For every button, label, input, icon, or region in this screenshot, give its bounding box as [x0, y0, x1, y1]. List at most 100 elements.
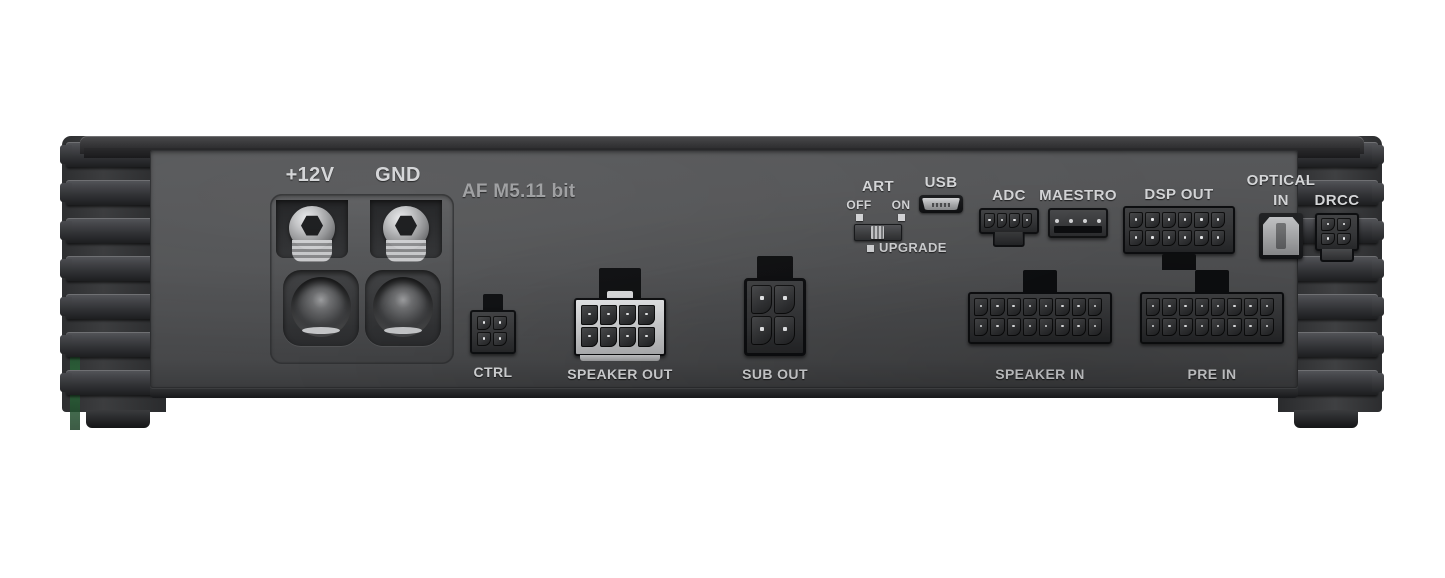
power-terminal-block	[270, 194, 454, 364]
power-ground-setscrew[interactable]	[383, 206, 429, 262]
connector-adc[interactable]	[979, 208, 1039, 247]
connector-pin	[990, 298, 1005, 316]
optical-label-line2: IN	[1273, 192, 1289, 209]
connector-label-sub-out: SUB OUT	[742, 366, 808, 382]
connector-pin	[1087, 318, 1102, 336]
connector-label-ctrl: CTRL	[473, 364, 513, 380]
connector-pin	[1162, 298, 1177, 316]
connector-pin	[1227, 318, 1242, 336]
power-ground-label: GND	[375, 164, 421, 186]
connector-pin	[1161, 212, 1176, 228]
connector-pin	[1021, 213, 1032, 228]
connector-pin	[1129, 212, 1144, 228]
art-switch-knob[interactable]	[871, 226, 884, 239]
power-positive-cable-port[interactable]	[283, 270, 359, 346]
heatsink-fin	[60, 332, 162, 357]
connector-pin	[1194, 298, 1209, 316]
heatsink-fin	[1282, 180, 1384, 205]
connector-label-pre-in: PRE IN	[1187, 366, 1237, 382]
connector-label-speaker-in: SPEAKER IN	[995, 366, 1085, 382]
connector-pin	[638, 327, 655, 347]
connector-pin	[477, 332, 491, 346]
connector-ctrl[interactable]	[470, 294, 516, 354]
connector-pin	[1145, 230, 1160, 246]
heatsink-fin	[60, 370, 162, 395]
connector-label-speaker-out: SPEAKER OUT	[567, 366, 673, 382]
art-upgrade-label: UPGRADE	[879, 240, 947, 255]
connector-pin	[984, 213, 995, 228]
connector-base	[579, 355, 661, 361]
connector-pin	[1071, 318, 1086, 336]
power-positive-setscrew[interactable]	[289, 206, 335, 262]
connector-drcc[interactable]	[1315, 213, 1359, 262]
connector-dsp-out[interactable]	[1123, 206, 1235, 270]
art-slide-switch[interactable]	[854, 224, 902, 241]
optical-in-port[interactable]	[1259, 213, 1303, 259]
connector-pin	[1096, 218, 1101, 223]
connector-pin	[1055, 318, 1070, 336]
connector-pin	[619, 327, 636, 347]
art-off-marker	[856, 214, 863, 221]
art-switch-title: ART	[861, 178, 895, 195]
connector-pin	[619, 305, 636, 325]
usb-connector-shield	[922, 198, 960, 210]
setscrew-threads	[386, 240, 426, 262]
connector-pin	[1194, 318, 1209, 336]
connector-speaker-in[interactable]	[968, 270, 1112, 344]
connector-pin	[1146, 298, 1161, 316]
heatsink-fin	[60, 256, 162, 281]
heatsink-fin	[1282, 370, 1384, 395]
connector-pin	[1259, 318, 1274, 336]
connector-pin	[1211, 298, 1226, 316]
connector-pin	[600, 327, 617, 347]
heatsink-fin	[60, 180, 162, 205]
heatsink-fin	[1282, 332, 1384, 357]
connector-pin	[996, 213, 1007, 228]
connector-pin	[1227, 298, 1242, 316]
upgrade-marker	[867, 245, 874, 252]
usb-port[interactable]	[919, 195, 963, 213]
power-ground-cable-port[interactable]	[365, 270, 441, 346]
connector-pin	[974, 298, 989, 316]
connector-pin	[1321, 232, 1335, 245]
connector-pre-in[interactable]	[1140, 270, 1284, 344]
rear-faceplate: AF M5.11 bit +12V GND	[150, 150, 1359, 388]
connector-pin	[581, 327, 598, 347]
connector-pin	[1006, 298, 1021, 316]
connector-pin	[1321, 218, 1335, 231]
connector-pin	[751, 285, 772, 314]
connector-maestro[interactable]	[1048, 208, 1108, 238]
connector-label-dsp-out: DSP OUT	[1144, 186, 1214, 203]
art-switch-on-label: ON	[891, 198, 911, 212]
connector-pin	[774, 285, 795, 314]
connector-label-drcc: DRCC	[1314, 192, 1360, 209]
connector-pin	[1178, 318, 1193, 336]
chassis-foot	[86, 410, 150, 428]
connector-latch-key	[607, 291, 633, 301]
connector-slot	[1054, 226, 1102, 233]
optical-label-line1: OPTICAL	[1246, 172, 1316, 189]
connector-pin	[1022, 298, 1037, 316]
connector-keying-notch	[992, 232, 1026, 247]
connector-pin	[1210, 212, 1225, 228]
art-on-marker	[898, 214, 905, 221]
toslink-face	[1263, 217, 1299, 255]
connector-pin	[1055, 218, 1060, 223]
connector-pin	[1145, 212, 1160, 228]
connector-latch-tab	[757, 256, 793, 280]
connector-pin	[493, 332, 507, 346]
connector-speaker-out[interactable]	[574, 268, 666, 361]
connector-pin	[477, 316, 491, 330]
connector-pin	[1087, 298, 1102, 316]
connector-pin	[1039, 318, 1054, 336]
connector-pin	[1055, 298, 1070, 316]
connector-pin	[1129, 230, 1144, 246]
connector-pin	[1069, 218, 1073, 223]
art-switch-off-label: OFF	[846, 198, 872, 212]
connector-pin	[1337, 232, 1351, 245]
connector-sub-out[interactable]	[744, 256, 806, 356]
heatsink-left	[60, 136, 166, 430]
connector-pin	[1146, 318, 1161, 336]
setscrew-threads	[292, 240, 332, 262]
